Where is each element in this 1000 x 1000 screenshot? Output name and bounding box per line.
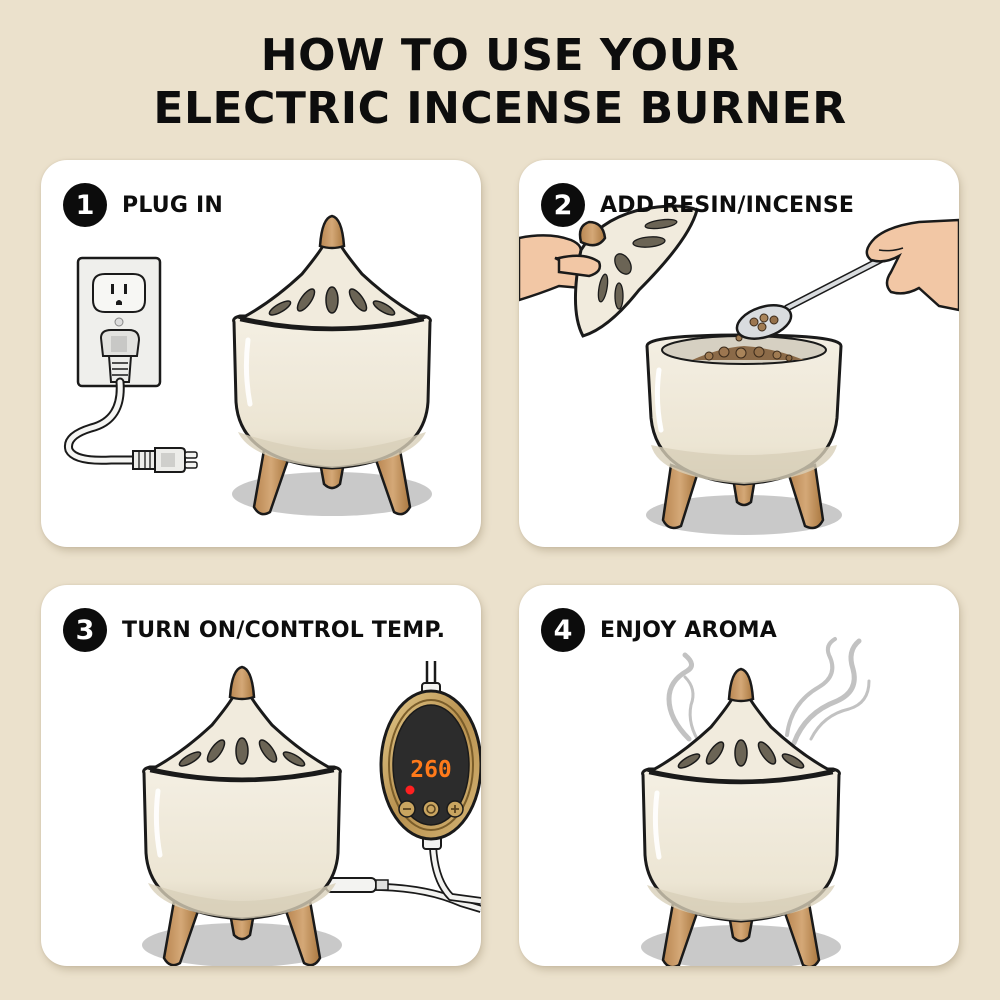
power-indicator-led [405, 785, 415, 795]
plug-in-illustration [64, 160, 481, 547]
incense-burner-icon [232, 216, 432, 516]
step-card-2: 2 ADD RESIN/INCENSE [519, 160, 959, 547]
power-button[interactable] [422, 800, 440, 818]
step-1-label: PLUG IN [122, 192, 223, 218]
step-number-badge: 2 [541, 183, 585, 227]
step-2-heading: 2 ADD RESIN/INCENSE [541, 183, 854, 227]
page-title-line-2: ELECTRIC INCENSE BURNER [153, 83, 847, 134]
step-3-label: TURN ON/CONTROL TEMP. [122, 617, 446, 643]
step-number-badge: 3 [63, 608, 107, 652]
step-card-1: 1 PLUG IN [41, 160, 481, 547]
wall-outlet-icon [64, 256, 198, 473]
step-4-heading: 4 ENJOY AROMA [541, 608, 777, 652]
burner-bowl-open-icon [645, 333, 843, 535]
step-number-badge: 1 [63, 183, 107, 227]
add-resin-illustration [519, 204, 959, 535]
step-1-heading: 1 PLUG IN [63, 183, 223, 227]
page-title-line-1: HOW TO USE YOUR [260, 30, 740, 81]
incense-burner-icon [142, 667, 342, 966]
step-3-heading: 3 TURN ON/CONTROL TEMP. [63, 608, 445, 652]
step-number-badge: 4 [541, 608, 585, 652]
temperature-controller: 260 [379, 661, 481, 850]
right-hand-icon [865, 218, 959, 312]
step-card-4: 4 ENJOY AROMA [519, 585, 959, 966]
step-4-label: ENJOY AROMA [600, 617, 777, 643]
step-2-label: ADD RESIN/INCENSE [600, 192, 855, 218]
step-card-3: 260 3 TURN ON/CONTROL TEMP. [41, 585, 481, 966]
enjoy-aroma-illustration [519, 637, 871, 966]
smoke-icon [666, 637, 871, 747]
left-hand-with-lid-icon [519, 204, 699, 338]
temperature-display: 260 [410, 757, 452, 783]
control-temp-illustration: 260 [41, 661, 481, 966]
